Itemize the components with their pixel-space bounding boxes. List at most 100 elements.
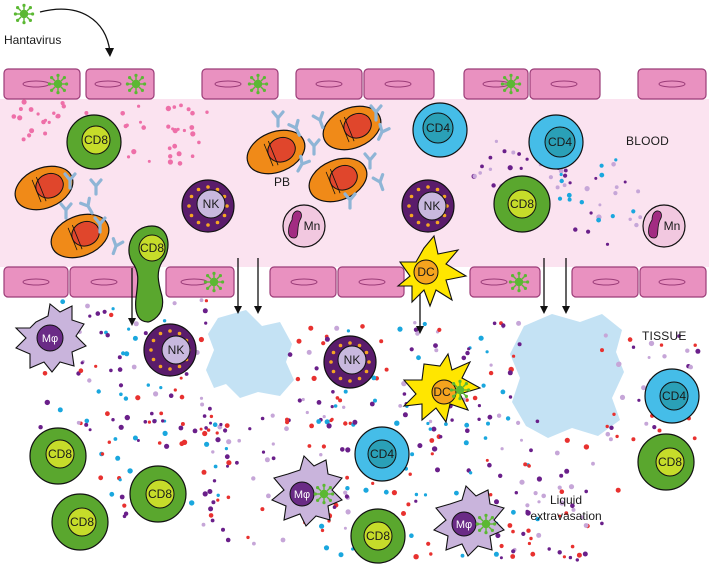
- cytokine-dot: [517, 152, 521, 156]
- plasmablast: [14, 165, 74, 211]
- nk-granule: [348, 379, 352, 383]
- cytokine-dot: [472, 174, 477, 179]
- cytokine-dot: [309, 423, 314, 429]
- cytokine-dot: [248, 427, 252, 431]
- cytokine-dot: [209, 414, 214, 419]
- cytokine-dot: [576, 552, 582, 558]
- cytokine-dot: [579, 200, 584, 205]
- extravasation-arrows: [131, 258, 567, 330]
- cytokine-dot: [695, 348, 701, 354]
- cytokine-dot: [181, 439, 188, 445]
- cd8-label: CD8: [140, 241, 164, 255]
- cytokine-dot: [332, 505, 337, 510]
- cytokine-dot: [603, 333, 608, 338]
- nk-granule: [329, 360, 333, 364]
- cytokine-dot: [52, 111, 56, 115]
- cytokine-dot: [489, 493, 493, 497]
- nk-granule: [177, 364, 182, 369]
- cytokine-dot: [27, 133, 32, 138]
- cytokine-dot: [499, 543, 504, 549]
- cytokine-dot: [558, 168, 564, 174]
- cytokine-dot: [384, 367, 389, 372]
- nk-granule: [409, 194, 414, 199]
- cytokine-dot: [117, 355, 122, 360]
- cytokine-dot: [295, 376, 301, 382]
- plasmablast: [308, 157, 368, 203]
- cytokine-dot: [413, 554, 419, 560]
- cytokine-dot: [493, 551, 499, 557]
- cytokine-dot: [211, 450, 215, 454]
- nk-granule: [206, 185, 210, 189]
- cytokine-dot: [465, 350, 470, 356]
- cytokine-dot: [467, 347, 471, 351]
- cytokine-dot: [113, 437, 118, 441]
- nk-granule: [225, 204, 229, 208]
- cytokine-dot: [168, 154, 173, 159]
- cytokine-dot: [172, 105, 177, 109]
- cytokine-dot: [323, 545, 330, 551]
- nk-granule: [426, 223, 430, 227]
- cytokine-dot: [345, 509, 351, 515]
- cytokine-dot: [571, 507, 576, 512]
- cytokine-dot: [176, 151, 182, 157]
- infection-arrowhead: [105, 48, 114, 57]
- cytokine-dot: [352, 419, 358, 425]
- cytokine-dot: [201, 522, 206, 527]
- cytokine-dot: [307, 444, 312, 448]
- cytokine-dot: [141, 125, 146, 130]
- cytokine-dot: [379, 339, 384, 344]
- cytokine-dot: [41, 119, 46, 125]
- cytokine-dot: [343, 421, 348, 426]
- nk-cell: NK: [181, 179, 235, 233]
- nk-granule: [426, 185, 430, 189]
- cytokine-dot: [224, 423, 230, 428]
- cytokine-dot: [182, 128, 186, 133]
- cytokine-dot: [133, 321, 139, 327]
- cytokine-dot: [414, 492, 419, 497]
- cytokine-dot: [568, 484, 575, 490]
- cytokine-dot: [29, 128, 35, 134]
- virus-icon: [475, 513, 497, 535]
- cytokine-dot: [530, 551, 536, 557]
- cytokine-dot: [226, 439, 232, 445]
- cytokine-dot: [559, 178, 564, 184]
- cytokine-dot: [21, 137, 26, 142]
- cytokine-dot: [109, 312, 114, 318]
- cytokine-dot: [525, 503, 530, 508]
- cytokine-dot: [190, 131, 196, 137]
- cytokine-dot: [162, 430, 168, 436]
- cd8-t-cell: CD8: [29, 427, 87, 485]
- cytokine-dot: [397, 326, 403, 332]
- cytokine-dot: [88, 314, 92, 318]
- cytokine-dot: [121, 351, 126, 356]
- cytokine-dot: [28, 107, 34, 112]
- virus-icon: [47, 73, 69, 95]
- cytokine-dot: [477, 417, 481, 421]
- cytokine-dot: [44, 399, 50, 406]
- cytokine-dot: [468, 471, 473, 475]
- cytokine-dot: [99, 330, 103, 335]
- cd4-label: CD4: [370, 447, 394, 461]
- cytokine-dot: [308, 325, 314, 331]
- cytokine-dot: [117, 367, 123, 372]
- cytokine-dot: [557, 196, 563, 201]
- cytokine-dot: [284, 426, 289, 432]
- cytokine-dot: [555, 185, 560, 190]
- cytokine-dot: [536, 532, 542, 538]
- cytokine-dot: [202, 491, 208, 497]
- cytokine-dot: [96, 389, 101, 394]
- nk-granule: [331, 350, 336, 355]
- cytokine-dot: [192, 428, 198, 434]
- cytokine-dot: [496, 413, 502, 418]
- cytokine-dot: [481, 383, 486, 388]
- cytokine-dot: [439, 435, 443, 439]
- cytokine-dot: [178, 425, 184, 431]
- cytokine-dot: [202, 308, 208, 314]
- nk-granule: [338, 343, 343, 348]
- cytokine-dot: [157, 441, 162, 445]
- cytokine-dot: [641, 385, 647, 391]
- cytokine-dot: [584, 186, 590, 192]
- cytokine-dot: [208, 506, 214, 512]
- cytokine-dot: [548, 175, 554, 180]
- nk-granule: [168, 329, 172, 333]
